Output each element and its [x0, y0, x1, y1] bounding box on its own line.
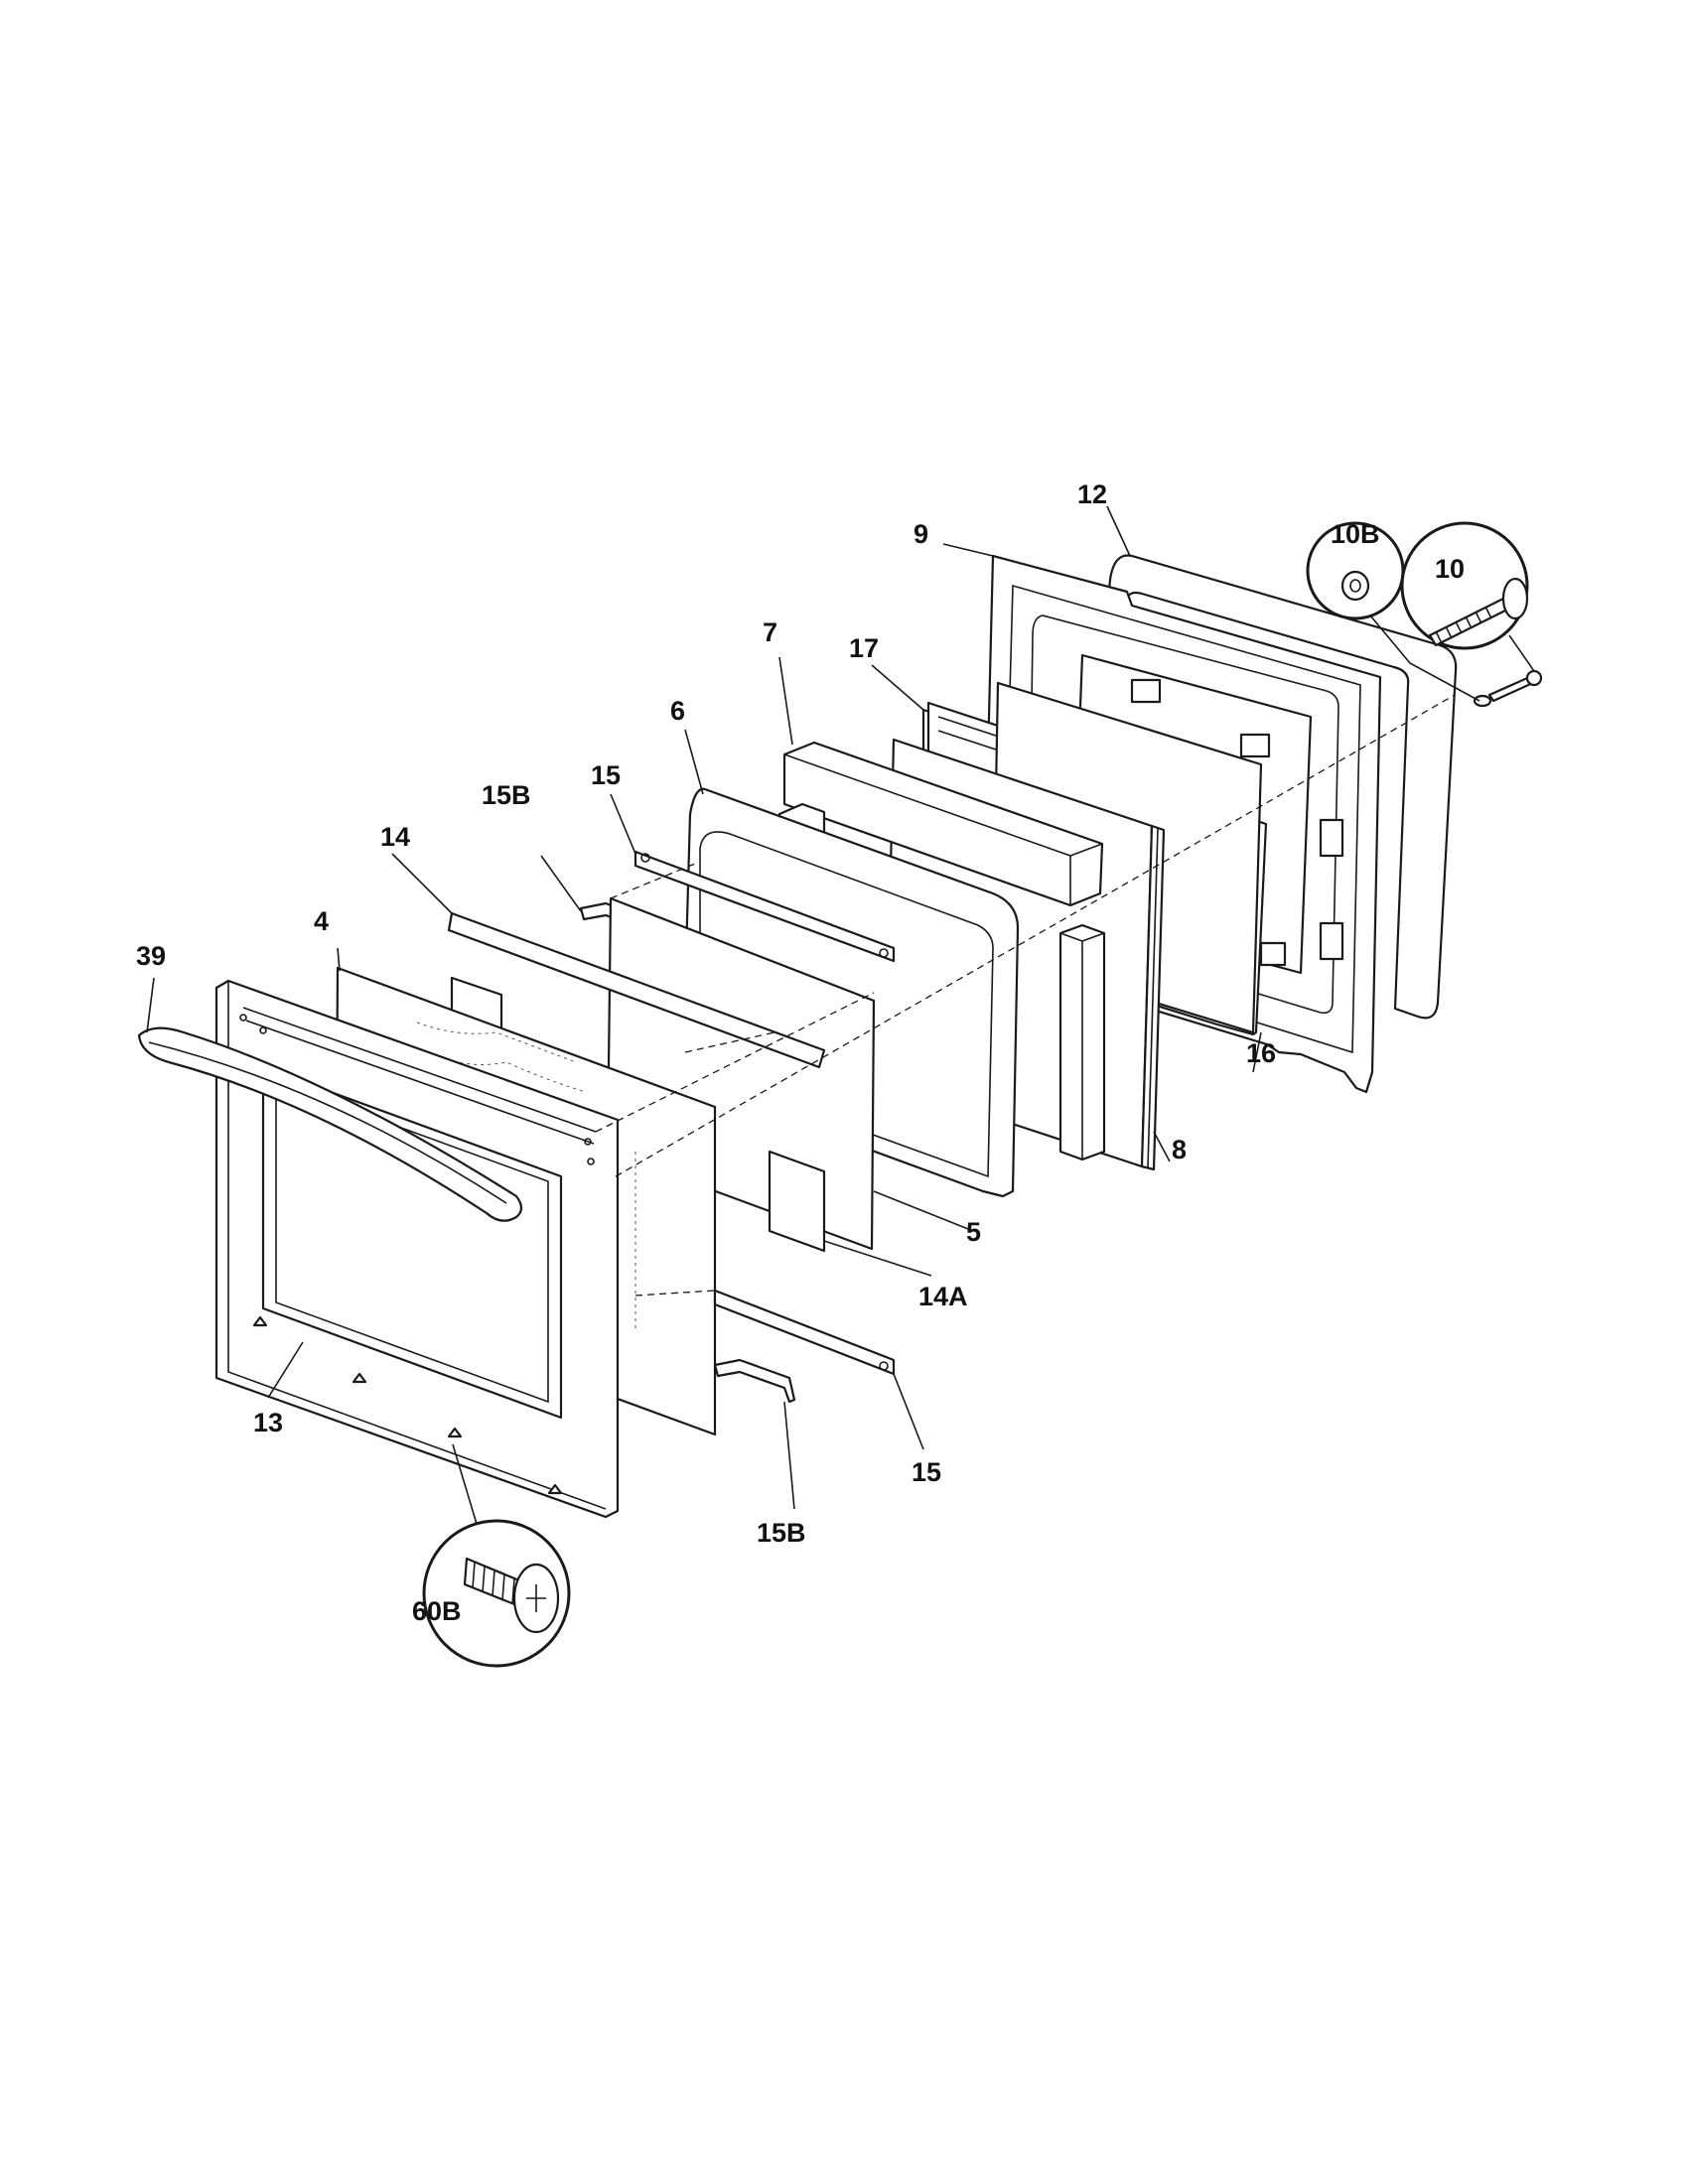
callout-4: 4: [314, 906, 329, 936]
callout-16: 16: [1246, 1038, 1276, 1068]
part-39-handle: [137, 1026, 523, 1222]
callout-39: 39: [136, 941, 166, 971]
detail-circle-60b: [422, 1443, 571, 1668]
part-10-screw-assembly: [1473, 669, 1543, 708]
part-12-gasket: [1102, 554, 1458, 1020]
callout-17: 17: [849, 633, 879, 663]
callout-15-top: 15: [591, 760, 621, 790]
callout-12: 12: [1077, 479, 1107, 509]
callout-5: 5: [966, 1217, 981, 1247]
callout-60b: 60B: [412, 1596, 462, 1626]
callout-14a: 14A: [918, 1282, 968, 1311]
callout-8: 8: [1172, 1135, 1187, 1164]
part-15-bottom-bracket: [713, 1289, 896, 1404]
callout-9: 9: [914, 519, 928, 549]
detail-circle-10: [1400, 521, 1535, 672]
callout-15b-top: 15B: [482, 780, 531, 810]
callout-15b-bottom: 15B: [757, 1518, 806, 1548]
callout-13: 13: [253, 1408, 283, 1437]
callout-10b: 10B: [1331, 519, 1380, 549]
callout-10: 10: [1435, 554, 1465, 584]
part-14-strip: [447, 911, 826, 1069]
callout-7: 7: [763, 617, 777, 647]
leader-lines: [146, 505, 1262, 1510]
callout-15-bottom: 15: [912, 1457, 941, 1487]
callout-labels: 12 9 10B 10 7 17 6 15 15B 14 4 39 16 8 5…: [136, 479, 1465, 1626]
bottom-screws: [252, 1315, 563, 1495]
alignment-lines: [595, 694, 1456, 1297]
callout-14: 14: [380, 822, 410, 852]
callout-6: 6: [670, 696, 685, 726]
